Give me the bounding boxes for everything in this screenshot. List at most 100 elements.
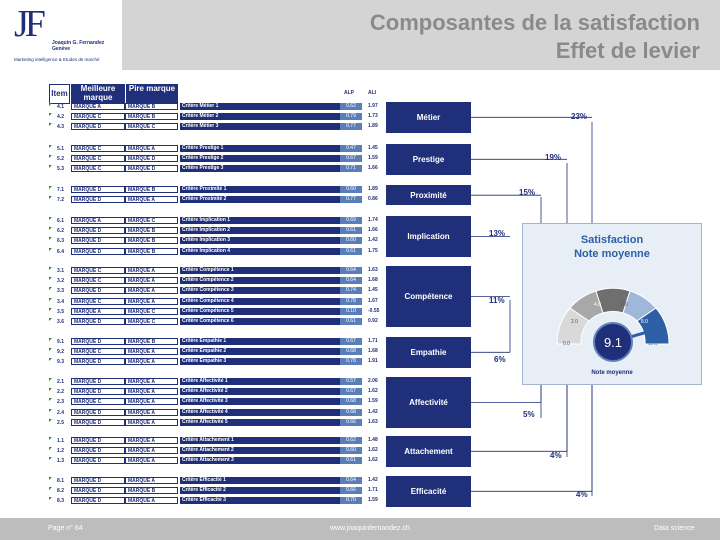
category-box[interactable]: Proximité [386,185,471,206]
select-flag[interactable] [49,477,52,480]
ali-value: 1.59 [368,155,378,162]
select-flag[interactable] [49,196,52,200]
website-link[interactable]: www.joaquinfernandez.ch [330,525,410,532]
select-flag[interactable] [49,103,52,106]
gauge-tick-2: 2.0 [571,319,578,325]
gauge-tick-6: 6.0 [621,302,628,308]
select-flag[interactable] [49,398,52,402]
select-flag[interactable] [49,277,52,281]
select-flag[interactable] [49,348,52,352]
worst-brand-cell: MARQUE B [125,113,178,121]
row-id: 1.3 [57,458,64,465]
criterion-label: Critère Implication 4 [180,247,340,255]
select-flag[interactable] [49,318,52,321]
select-flag[interactable] [49,297,52,301]
select-flag[interactable] [49,418,52,422]
best-brand-cell: MARQUE D [71,388,125,396]
category-box[interactable]: Prestige [386,144,471,175]
select-flag[interactable] [49,358,52,362]
ali-value: 1.42 [368,477,378,483]
ali-value: 1.66 [368,227,378,234]
category-box[interactable]: Implication [386,216,471,257]
ali-value: 0.92 [368,318,378,324]
best-brand-cell: MARQUE C [71,145,125,152]
row-id: 2.4 [57,409,64,416]
gauge-tick-10: 10.0 [648,341,658,347]
row-id: 5.2 [57,156,64,163]
alp-value: 0.79 [340,113,362,121]
satisfaction-subtitle: Note moyenne [574,248,650,260]
row-id: 1.2 [57,448,64,455]
worst-brand-cell: MARQUE C [125,307,178,315]
header-bar: Composantes de la satisfaction Effet de … [122,0,720,70]
criterion-label: Critère Proximité 1 [180,186,340,193]
criterion-label: Critère Implication 3 [180,237,340,245]
ali-value: 2.06 [368,378,378,384]
criterion-label: Critère Affectivité 2 [180,388,340,396]
item-header: Item [49,84,70,104]
select-flag[interactable] [49,155,52,159]
best-brand-cell: MARQUE D [71,418,125,426]
select-flag[interactable] [49,186,52,189]
select-flag[interactable] [49,217,52,220]
row-id: 2.2 [57,389,64,396]
worst-brand-cell: MARQUE A [125,297,178,305]
alp-value: 0.67 [340,155,362,163]
ali-value: 1.67 [368,297,378,304]
select-flag[interactable] [49,123,52,127]
select-flag[interactable] [49,338,52,341]
select-flag[interactable] [49,497,52,501]
best-brand-cell: MARQUE D [71,447,125,455]
select-flag[interactable] [49,307,52,311]
worst-brand-cell: MARQUE A [125,418,178,426]
criterion-label: Critère Métier 1 [180,103,340,110]
row-id: 3.2 [57,278,64,285]
select-flag[interactable] [49,378,52,381]
worst-brand-cell: MARQUE B [125,338,178,345]
ali-value: 1.73 [368,113,378,120]
select-flag[interactable] [49,408,52,412]
select-flag[interactable] [49,145,52,148]
criterion-label: Critère Prestige 1 [180,145,340,152]
row-id: 4.3 [57,124,64,131]
page-title: Composantes de la satisfaction [369,10,700,35]
category-box[interactable]: Métier [386,102,471,133]
select-flag[interactable] [49,388,52,392]
ali-value: 1.42 [368,237,378,244]
category-box[interactable]: Efficacité [386,476,471,507]
alp-value: 0.64 [340,267,362,274]
best-brand-cell: MARQUE D [71,237,125,245]
row-id: 3.5 [57,308,64,315]
row-id: 6.3 [57,238,64,245]
select-flag[interactable] [49,457,52,461]
select-flag[interactable] [49,237,52,241]
worst-brand-cell: MARQUE C [125,318,178,325]
select-flag[interactable] [49,165,52,169]
ali-value: 1.66 [368,165,378,172]
row-id: 5.1 [57,146,64,152]
page-number: Page n° 64 [48,525,83,532]
category-box[interactable]: Compétence [386,266,471,328]
best-brand-cell: MARQUE D [71,477,125,484]
select-flag[interactable] [49,247,52,251]
best-brand-cell: MARQUE D [71,338,125,345]
category-box[interactable]: Empathie [386,337,471,368]
leverage-percent: 19% [545,153,562,162]
category-box[interactable]: Attachement [386,436,471,467]
alp-value: 0.77 [340,196,362,204]
select-flag[interactable] [49,227,52,231]
select-flag[interactable] [49,487,52,491]
select-flag[interactable] [49,437,52,440]
worst-brand-cell: MARQUE A [125,358,178,366]
satisfaction-value: 9.1 [604,335,622,350]
alp-value: 0.61 [340,318,362,325]
company-logo: JF Joaquin G. Fernandez Genève Marketing… [0,0,122,70]
leverage-percent: 4% [550,451,562,460]
select-flag[interactable] [49,287,52,291]
select-flag[interactable] [49,113,52,117]
best-brand-cell: MARQUE D [71,123,125,131]
best-brand-cell: MARQUE D [71,247,125,255]
select-flag[interactable] [49,447,52,451]
category-box[interactable]: Affectivité [386,377,471,428]
select-flag[interactable] [49,267,52,270]
